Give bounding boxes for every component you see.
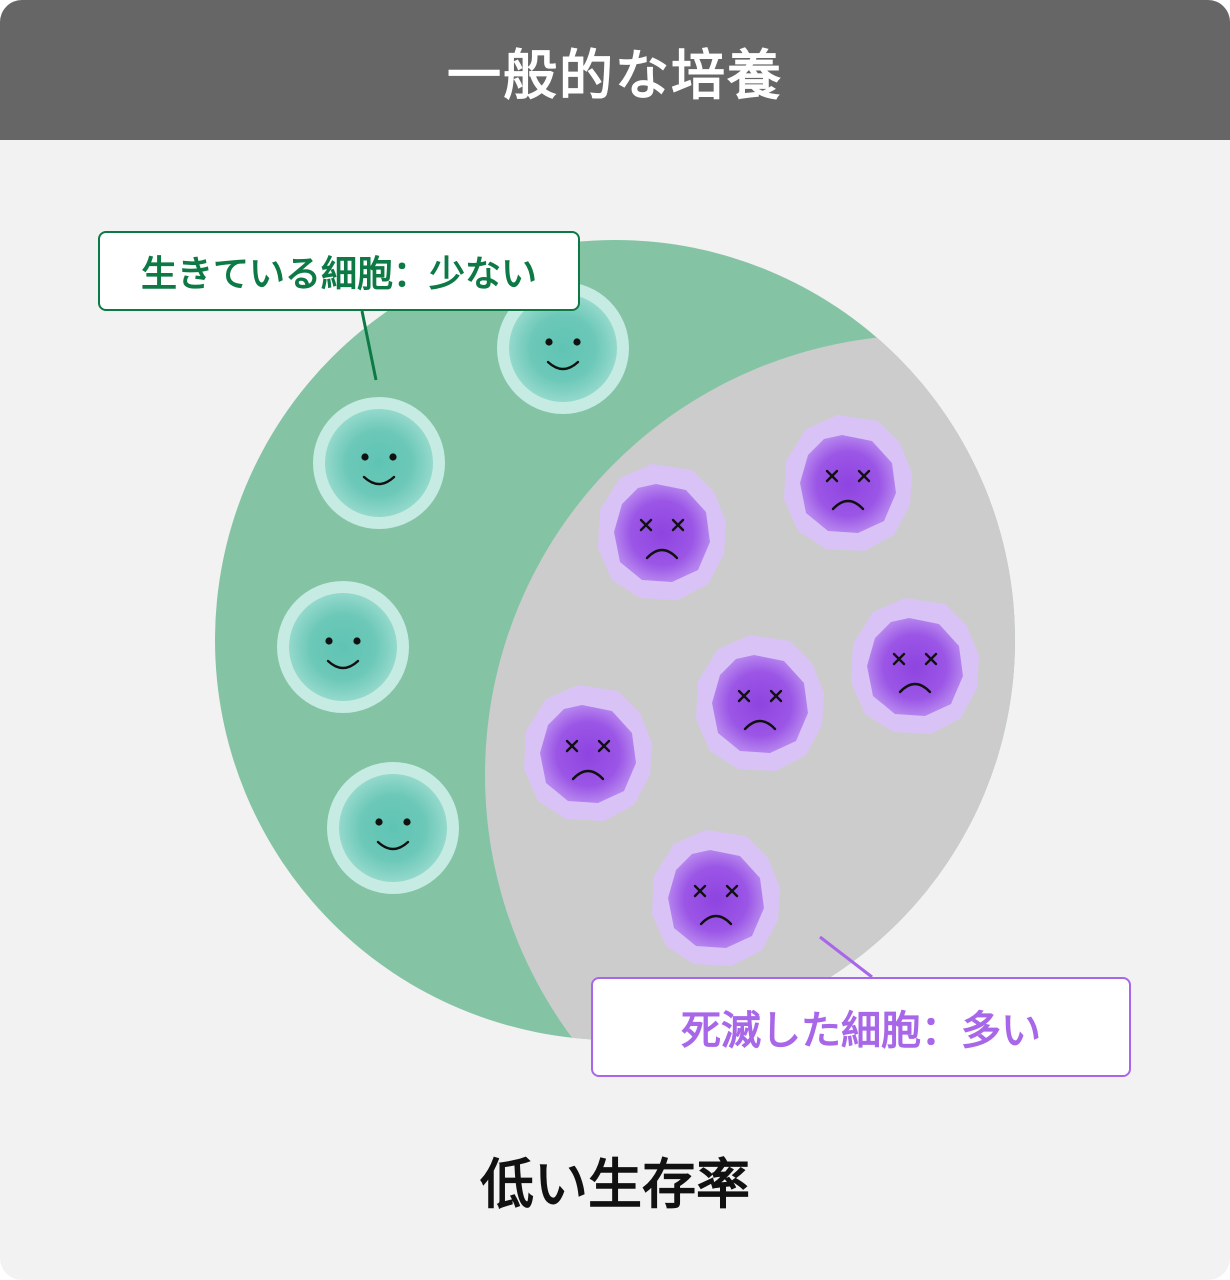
header-title: 一般的な培養 [447, 43, 783, 107]
live-cell [311, 395, 447, 531]
survival-rate-caption: 低い生存率 [480, 1153, 750, 1216]
live-cells-label: 生きている細胞：少ない [98, 231, 580, 311]
live-callout-line [360, 310, 378, 381]
live-cell [275, 579, 411, 715]
dead-callout-line [819, 935, 873, 979]
live-cell [325, 760, 461, 896]
header-bar: 一般的な培養 [0, 0, 1230, 140]
dead-cells-label: 死滅した細胞：多い [591, 977, 1131, 1077]
